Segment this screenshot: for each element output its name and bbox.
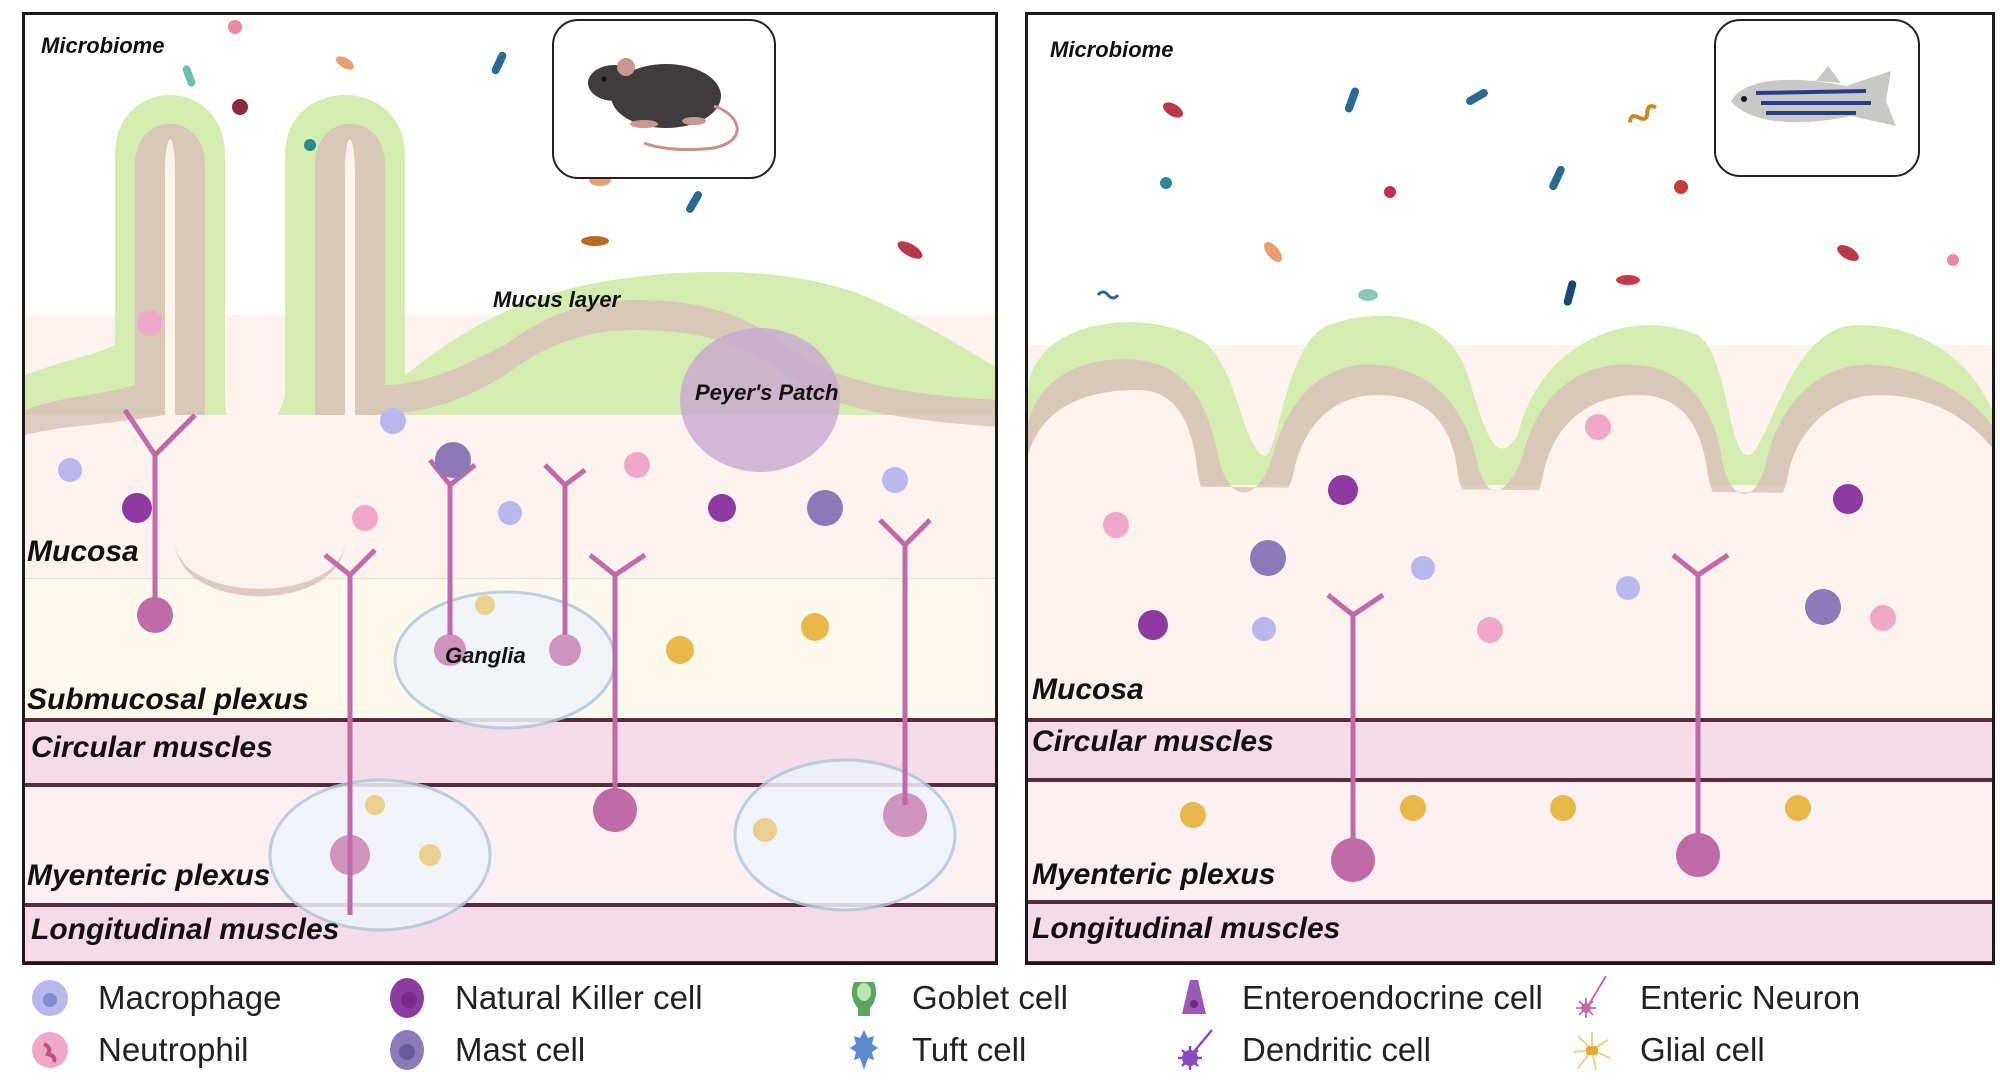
epithelium-shape bbox=[25, 123, 995, 597]
enteric-neurons bbox=[122, 408, 932, 915]
myenteric-ganglion-1 bbox=[268, 778, 492, 932]
legend-item-tuft-cell: Tuft cell bbox=[842, 1027, 1026, 1073]
peyers-patch bbox=[680, 328, 840, 472]
mouse-tissue-illustration bbox=[25, 20, 995, 932]
glial-cells bbox=[1180, 795, 1811, 828]
mouse-gut-panel: Microbiome Mucus layer Peyer's Patch Gan… bbox=[22, 12, 998, 965]
legend-item-neutrophil: Neutrophil bbox=[28, 1027, 248, 1073]
circular-muscle-layer bbox=[1028, 718, 1992, 778]
microbiome-label: Microbiome bbox=[41, 33, 165, 58]
mouse-inset bbox=[552, 19, 776, 179]
legend-item-enteroendocrine-cell: Enteroendocrine cell bbox=[1172, 975, 1543, 1021]
longitudinal-muscle-layer bbox=[1028, 900, 1992, 962]
mouse-icon bbox=[588, 58, 739, 151]
legend-item-mast-cell: Mast cell bbox=[385, 1027, 585, 1073]
mucus-layer-label: Mucus layer bbox=[493, 287, 621, 312]
zebrafish-icon bbox=[1731, 66, 1896, 126]
myenteric-plexus-label: Myenteric plexus bbox=[27, 859, 271, 892]
goblet-cell-icon bbox=[851, 982, 877, 1016]
peyers-patch-label: Peyer's Patch bbox=[695, 380, 839, 405]
natural-killer-cell-icon bbox=[390, 978, 424, 1018]
dendritic-cell-icon bbox=[1178, 1029, 1213, 1070]
neutrophil-icon bbox=[32, 1032, 68, 1068]
glial-cell-icon bbox=[1573, 1032, 1611, 1071]
circular-muscles-label: Circular muscles bbox=[31, 731, 273, 764]
legend-item-glial-cell: Glial cell bbox=[1570, 1027, 1765, 1073]
mast-cell-icon bbox=[390, 1030, 424, 1070]
neuron-somas bbox=[137, 597, 927, 875]
enteric-neuron-icon bbox=[1576, 976, 1607, 1018]
longitudinal-muscle-layer bbox=[25, 903, 995, 962]
zebrafish-inset bbox=[1714, 19, 1920, 177]
zebrafish-gut-panel: Microbiome Mucosa Circular muscles Myent… bbox=[1025, 12, 1995, 965]
myenteric-plexus-label: Myenteric plexus bbox=[1032, 858, 1276, 891]
legend-item-natural-killer-cell: Natural Killer cell bbox=[385, 975, 703, 1021]
macrophage-icon bbox=[32, 980, 68, 1016]
circular-muscles-label: Circular muscles bbox=[1032, 725, 1274, 758]
neuron-somas bbox=[1331, 833, 1720, 882]
longitudinal-muscles-label: Longitudinal muscles bbox=[1032, 912, 1341, 945]
lamina-propria-shape bbox=[1028, 390, 1992, 520]
ganglia-label: Ganglia bbox=[445, 643, 526, 668]
microbiome-bacteria bbox=[1096, 87, 1959, 306]
mucosa-label: Mucosa bbox=[27, 535, 139, 568]
microbiome-label: Microbiome bbox=[1050, 37, 1174, 62]
tuft-cell-icon bbox=[850, 1030, 878, 1070]
cell-type-legend: Macrophage Neutrophil Natural Killer cel… bbox=[0, 975, 2000, 1081]
submucosal-plexus-label: Submucosal plexus bbox=[27, 683, 309, 716]
myenteric-plexus-layer bbox=[1028, 778, 1992, 900]
legend-item-macrophage: Macrophage bbox=[28, 975, 281, 1021]
legend-item-enteric-neuron: Enteric Neuron bbox=[1570, 975, 1860, 1021]
legend-item-goblet-cell: Goblet cell bbox=[842, 975, 1068, 1021]
zebrafish-tissue-illustration bbox=[1028, 87, 1992, 882]
immune-cells bbox=[58, 310, 908, 531]
glial-cells bbox=[365, 595, 829, 866]
mucosa-label: Mucosa bbox=[1032, 673, 1144, 706]
longitudinal-muscles-label: Longitudinal muscles bbox=[31, 913, 340, 946]
lamina-propria-shape bbox=[165, 139, 355, 589]
enteric-neurons bbox=[1326, 552, 1730, 855]
legend-item-dendritic-cell: Dendritic cell bbox=[1172, 1027, 1431, 1073]
enteroendocrine-cell-icon bbox=[1182, 980, 1206, 1014]
immune-cells bbox=[1103, 414, 1896, 643]
